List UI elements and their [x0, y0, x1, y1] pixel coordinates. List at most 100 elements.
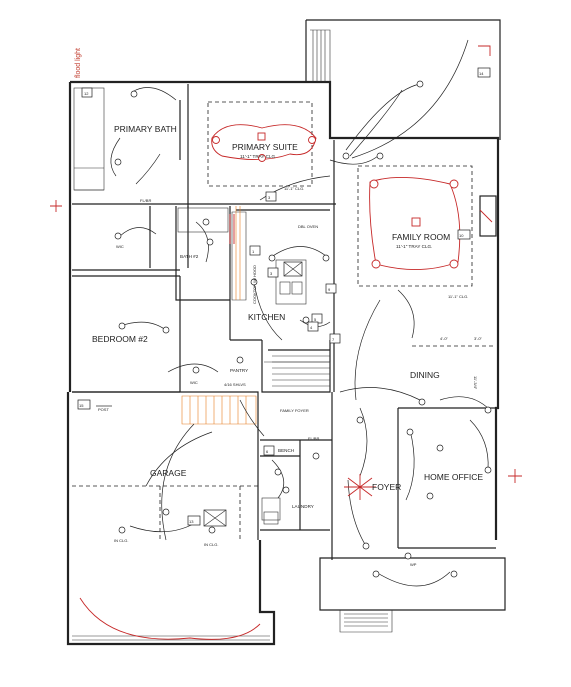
- tag-box: [187, 515, 201, 526]
- tag-label: 4: [310, 325, 313, 330]
- stairs: [181, 206, 331, 425]
- room-label-primary-bath: PRIMARY BATH: [114, 124, 177, 134]
- light-fixture: [484, 406, 492, 414]
- exterior-walls: [66, 19, 506, 646]
- ceiling-fan: [257, 132, 266, 141]
- room-note-clg-2: 11'-1" CLG.: [448, 294, 468, 299]
- light-fixture: [436, 444, 444, 452]
- tag-box: [325, 283, 337, 294]
- light-fixture: [162, 326, 170, 334]
- tag-box: [329, 333, 341, 344]
- light-fixture: [212, 136, 220, 144]
- appliance-label-cooktop: COOKTOP W/ HOOD: [252, 265, 257, 304]
- tag-box: [77, 399, 91, 410]
- room-label-flbr-2: FL/BR: [308, 436, 319, 441]
- tag-label: 3: [268, 195, 271, 200]
- light-fixture: [114, 158, 122, 166]
- room-note-in-clg-2: IN CLG.: [204, 542, 218, 547]
- light-fixture: [312, 452, 320, 460]
- light-fixture: [426, 492, 434, 500]
- room-note-in-clg-1: IN CLG.: [114, 538, 128, 543]
- light-fixture: [162, 508, 170, 516]
- tag-label: 13: [189, 519, 194, 524]
- tag-box: [267, 267, 279, 278]
- light-fixture: [404, 552, 412, 560]
- light-fixture: [206, 238, 214, 246]
- tag-box: [477, 67, 491, 78]
- dimension-c: 11'-3/4": [473, 376, 478, 390]
- ceiling-fan: [411, 217, 421, 227]
- light-fixture: [371, 259, 381, 269]
- tag-label: 7: [332, 337, 335, 342]
- room-label-bath2: BATH #2: [180, 254, 199, 259]
- light-fixture: [418, 398, 426, 406]
- light-fixture: [406, 428, 414, 436]
- tag-label: 14: [479, 71, 484, 76]
- room-label-wp: WP: [410, 562, 417, 567]
- room-label-home-office: HOME OFFICE: [424, 472, 483, 482]
- tag-label: 9: [328, 287, 331, 292]
- room-label-wic-bed: WIC: [190, 380, 198, 385]
- room-label-laundry: LAUNDRY: [292, 504, 314, 509]
- room-note-family-clg: 11'-1" TRAY CLG.: [396, 244, 432, 249]
- room-label-foyer: FOYER: [372, 482, 401, 492]
- tag-label: 15: [79, 403, 84, 408]
- room-label-kitchen: KITCHEN: [248, 312, 285, 322]
- tag-label: 10: [459, 233, 464, 238]
- light-fixture: [202, 218, 210, 226]
- room-labels: PRIMARY BATH PRIMARY SUITE 11'-1" TRAY C…: [92, 124, 483, 567]
- light-fixture: [258, 154, 266, 162]
- dimension-a: 4'-0": [440, 336, 449, 341]
- light-fixture: [416, 80, 424, 88]
- tag-box: [265, 191, 277, 202]
- tag-label: 6: [266, 449, 269, 454]
- light-fixture: [130, 90, 138, 98]
- light-fixture: [250, 278, 258, 286]
- room-label-primary-suite: PRIMARY SUITE: [232, 142, 298, 152]
- light-fixture: [342, 152, 350, 160]
- tag-label: 12: [84, 91, 89, 96]
- light-fixture: [372, 570, 380, 578]
- light-fixture: [322, 254, 330, 262]
- light-fixture: [192, 366, 200, 374]
- light-fixture: [450, 570, 458, 578]
- tag-box: [307, 321, 319, 332]
- light-fixture: [369, 179, 379, 189]
- light-fixture: [118, 526, 126, 534]
- light-fixture: [449, 259, 459, 269]
- light-fixture: [308, 136, 316, 144]
- tag-boxes: 12 3 1 3 9 5 4 7 10 15 13 14 6: [77, 67, 491, 526]
- room-label-family-foyer: FAMILY FOYER: [280, 408, 309, 413]
- light-fixture: [484, 466, 492, 474]
- tag-box: [263, 445, 275, 456]
- light-fixture: [449, 179, 459, 189]
- light-fixture: [356, 416, 364, 424]
- light-fixture: [114, 232, 122, 240]
- room-label-garage: GARAGE: [150, 468, 187, 478]
- light-fixture: [208, 526, 216, 534]
- room-label-bench: BENCH: [278, 448, 294, 453]
- tag-box: [81, 87, 93, 98]
- light-fixture: [268, 254, 276, 262]
- tag-label: 5: [314, 317, 317, 322]
- room-note-primary-clg: 11'-1" TRAY CLG.: [240, 154, 276, 159]
- room-label-post: POST: [98, 407, 109, 412]
- dimension-b: 3'-0": [474, 336, 483, 341]
- light-fixture: [362, 542, 370, 550]
- tag-box: [457, 229, 471, 240]
- light-fixture: [236, 356, 244, 364]
- light-fixture: [302, 316, 310, 324]
- tag-label: 3: [270, 271, 273, 276]
- room-label-bedroom2: BEDROOM #2: [92, 334, 148, 344]
- light-fixture: [118, 322, 126, 330]
- light-fixture: [282, 486, 290, 494]
- appliance-label-oven: DBL OVEN: [298, 224, 318, 229]
- tag-label: 1: [252, 249, 255, 254]
- room-label-family-room: FAMILY ROOM: [392, 232, 450, 242]
- room-label-shelves: 4/16 SHLVS: [224, 382, 246, 387]
- room-note-clg-1: 11'-1" CLG.: [284, 186, 304, 191]
- tag-box: [249, 245, 261, 256]
- light-fixtures: [114, 80, 492, 578]
- room-label-dining: DINING: [410, 370, 440, 380]
